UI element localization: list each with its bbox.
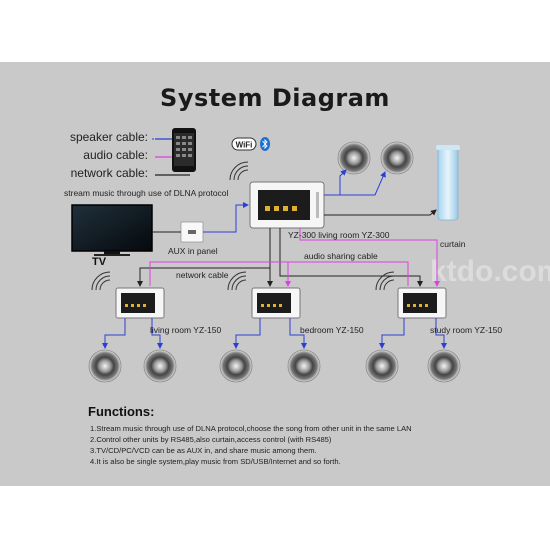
aux-panel-icon (180, 221, 204, 243)
speaker-cable (289, 318, 307, 349)
dlna-label: stream music through use of DLNA protoco… (64, 188, 229, 198)
tv-label: TV (92, 256, 107, 268)
bedroom-unit-label: bedroom YZ-150 (300, 325, 364, 335)
speaker-icon (380, 141, 414, 175)
speaker-cable (233, 318, 261, 349)
wireless-waves-icon (229, 161, 249, 181)
curtain-cable (324, 209, 437, 216)
main-unit-label: YZ-300 living room YZ-300 (288, 230, 390, 240)
speaker-icon (88, 349, 122, 383)
speaker-cable (324, 171, 386, 196)
wireless-waves-icon (375, 271, 395, 291)
wifi-badge-icon: WiFi (231, 137, 257, 151)
audio-sharing-cable (299, 228, 440, 287)
bluetooth-icon (260, 137, 270, 151)
diagram-background (0, 62, 550, 486)
network-cable (279, 228, 423, 287)
speaker-cable (102, 318, 126, 349)
legend-audio-label: audio cable: (83, 148, 148, 162)
legend-network-label: network cable: (70, 166, 148, 180)
network-cable (137, 228, 271, 287)
speaker-icon (143, 349, 177, 383)
function-item: 4.It is also be single system,play music… (90, 457, 341, 466)
speaker-icon (287, 349, 321, 383)
study-unit-label: study room YZ-150 (430, 325, 503, 335)
audio-sharing-label: audio sharing cable (304, 251, 378, 261)
legend-speaker-label: speaker cable: (69, 130, 148, 144)
tv-icon (71, 204, 153, 256)
function-item: 3.TV/CD/PC/VCD can be as AUX in, and sha… (90, 446, 317, 455)
function-item: 1.Stream music through use of DLNA proto… (90, 424, 412, 433)
speaker-cable (324, 169, 347, 196)
aux-panel-label: AUX in panel (168, 246, 218, 256)
speaker-cable (435, 318, 447, 349)
speaker-icon (337, 141, 371, 175)
speaker-icon (427, 349, 461, 383)
speaker-cable (151, 318, 163, 349)
room-unit-bedroom (251, 287, 301, 319)
aux-main-cable (203, 202, 249, 233)
audio-sharing-cable (149, 261, 409, 286)
watermark: ktdo.com (430, 255, 550, 288)
wireless-waves-icon (91, 271, 111, 291)
main-unit-yz300 (249, 181, 325, 229)
room-unit-study (397, 287, 447, 319)
function-item: 2.Control other units by RS485,also curt… (90, 435, 332, 444)
wifi-badge-text: WiFi (236, 141, 253, 150)
living-unit-label: living room YZ-150 (150, 325, 222, 335)
speaker-icon (219, 349, 253, 383)
wireless-waves-icon (227, 271, 247, 291)
smartphone-icon (172, 128, 196, 172)
speaker-cable (379, 318, 405, 349)
network-cable-label: network cable (176, 270, 229, 280)
room-unit-living (115, 287, 165, 319)
page-title: System Diagram (160, 84, 390, 112)
curtain-icon (436, 145, 460, 221)
speaker-icon (365, 349, 399, 383)
curtain-label: curtain (440, 239, 466, 249)
functions-title: Functions: (88, 404, 155, 419)
